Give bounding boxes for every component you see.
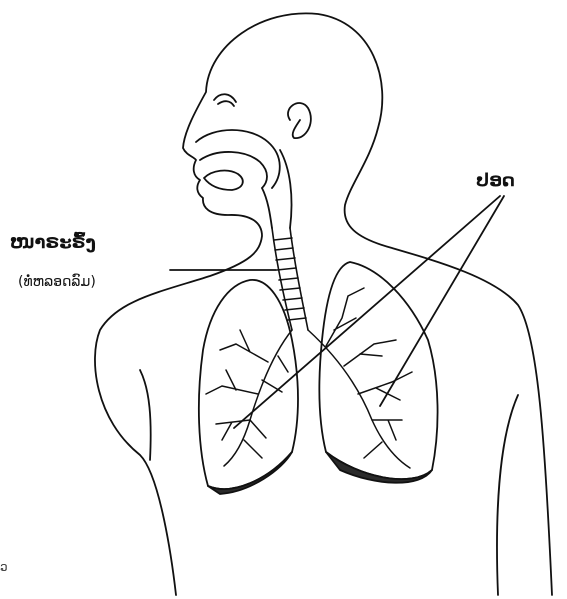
lungs-label: ປອດ: [476, 170, 515, 191]
right-lung: [319, 262, 437, 479]
tongue: [204, 171, 243, 190]
trachea-sub-label: (ທໍ່ຫລອດລົມ): [18, 274, 96, 290]
corner-mark: ວ: [0, 560, 8, 574]
ear: [288, 103, 311, 138]
body-outline: [95, 13, 552, 595]
left-lung-base-shading: [208, 452, 292, 494]
nasal-cavity-inner: [200, 152, 267, 188]
trachea-label: ໜາຣະຣົ້ງ: [10, 232, 96, 253]
trachea: [272, 228, 308, 330]
pharynx-left: [262, 188, 272, 228]
left-bronchial-tree: [206, 330, 292, 466]
right-arm-inner: [497, 395, 518, 595]
right-lung-base-shading: [326, 452, 432, 483]
left-armpit: [140, 370, 151, 460]
lungs-leader-line-left: [234, 196, 500, 428]
eye: [214, 94, 236, 106]
lungs-leader-line-right: [380, 196, 504, 406]
pharynx-right: [280, 150, 292, 228]
